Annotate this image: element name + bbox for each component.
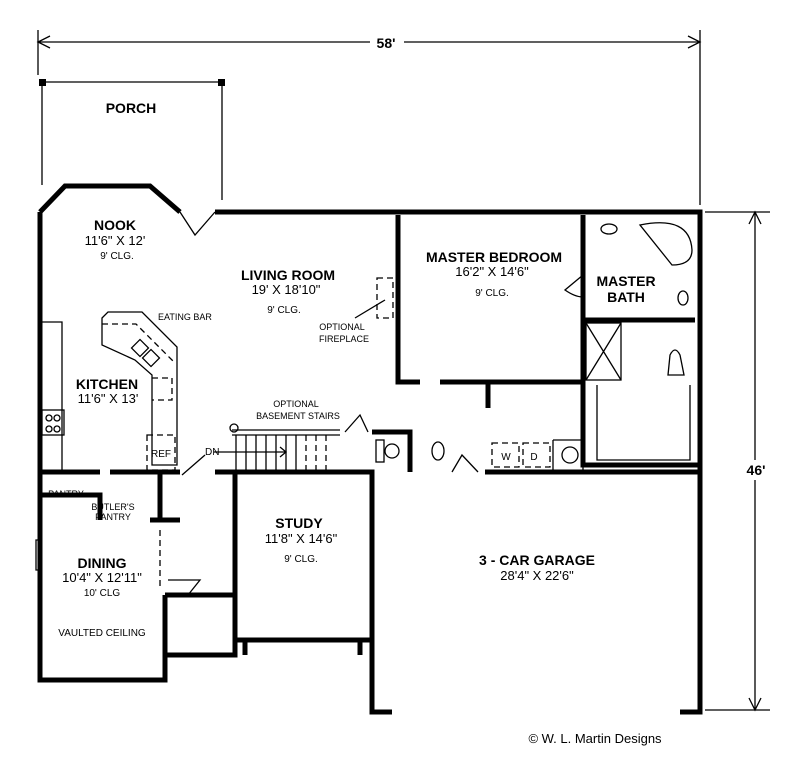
master-bath-label-2: BATH bbox=[607, 289, 645, 305]
master-bedroom-label: MASTER BEDROOM bbox=[426, 249, 562, 265]
kitchen-counters bbox=[41, 311, 178, 472]
width-dimension bbox=[36, 30, 702, 205]
optional-fireplace bbox=[354, 277, 394, 319]
width-label: 58' bbox=[377, 35, 396, 51]
study-ceiling: 9' CLG. bbox=[284, 554, 318, 565]
master-bedroom-ceiling: 9' CLG. bbox=[475, 288, 509, 299]
living-room-label: LIVING ROOM bbox=[241, 267, 335, 283]
stairs-label-1: OPTIONAL bbox=[273, 399, 319, 409]
dining-vaulted-note: VAULTED CEILING bbox=[58, 628, 146, 639]
depth-label: 46' bbox=[747, 462, 766, 478]
pantry-label: PANTRY bbox=[48, 489, 84, 499]
eating-bar-label: EATING BAR bbox=[158, 312, 212, 322]
fireplace-label-1: OPTIONAL bbox=[319, 322, 365, 332]
depth-dimension bbox=[705, 210, 770, 712]
porch-label: PORCH bbox=[106, 100, 157, 116]
kitchen-label: KITCHEN bbox=[76, 376, 138, 392]
living-room-size: 19' X 18'10" bbox=[252, 282, 321, 297]
laundry-fixtures bbox=[375, 439, 579, 473]
study-size: 11'8" X 14'6" bbox=[265, 531, 338, 546]
butlers-pantry-label-1: BUTLER'S bbox=[91, 502, 134, 512]
basement-stairs bbox=[181, 413, 369, 476]
study-label: STUDY bbox=[275, 515, 323, 531]
ref-label: REF bbox=[151, 449, 171, 460]
master-bedroom-size: 16'2" X 14'6" bbox=[455, 264, 529, 279]
down-label: DN bbox=[205, 447, 219, 458]
living-room-ceiling: 9' CLG. bbox=[267, 305, 301, 316]
garage-size: 28'4" X 22'6" bbox=[500, 568, 574, 583]
dining-label: DINING bbox=[78, 555, 127, 571]
garage-details bbox=[35, 385, 691, 596]
fireplace-label-2: FIREPLACE bbox=[319, 334, 369, 344]
stairs-label-2: BASEMENT STAIRS bbox=[256, 411, 340, 421]
washer-label: W bbox=[501, 452, 511, 463]
dining-size: 10'4" X 12'11" bbox=[62, 570, 142, 585]
copyright: © W. L. Martin Designs bbox=[528, 731, 662, 746]
master-bath-fixtures bbox=[563, 222, 693, 381]
nook-ceiling: 9' CLG. bbox=[100, 251, 134, 262]
butlers-pantry-label-2: PANTRY bbox=[95, 512, 131, 522]
porch-outline bbox=[39, 79, 225, 200]
nook-size: 11'6" X 12' bbox=[85, 233, 146, 248]
nook-label: NOOK bbox=[94, 217, 136, 233]
master-bath-label-1: MASTER bbox=[596, 273, 655, 289]
kitchen-size: 11'6" X 13' bbox=[78, 391, 139, 406]
dining-ceiling: 10' CLG bbox=[84, 588, 121, 599]
garage-label: 3 - CAR GARAGE bbox=[479, 552, 595, 568]
dryer-label: D bbox=[530, 452, 537, 463]
